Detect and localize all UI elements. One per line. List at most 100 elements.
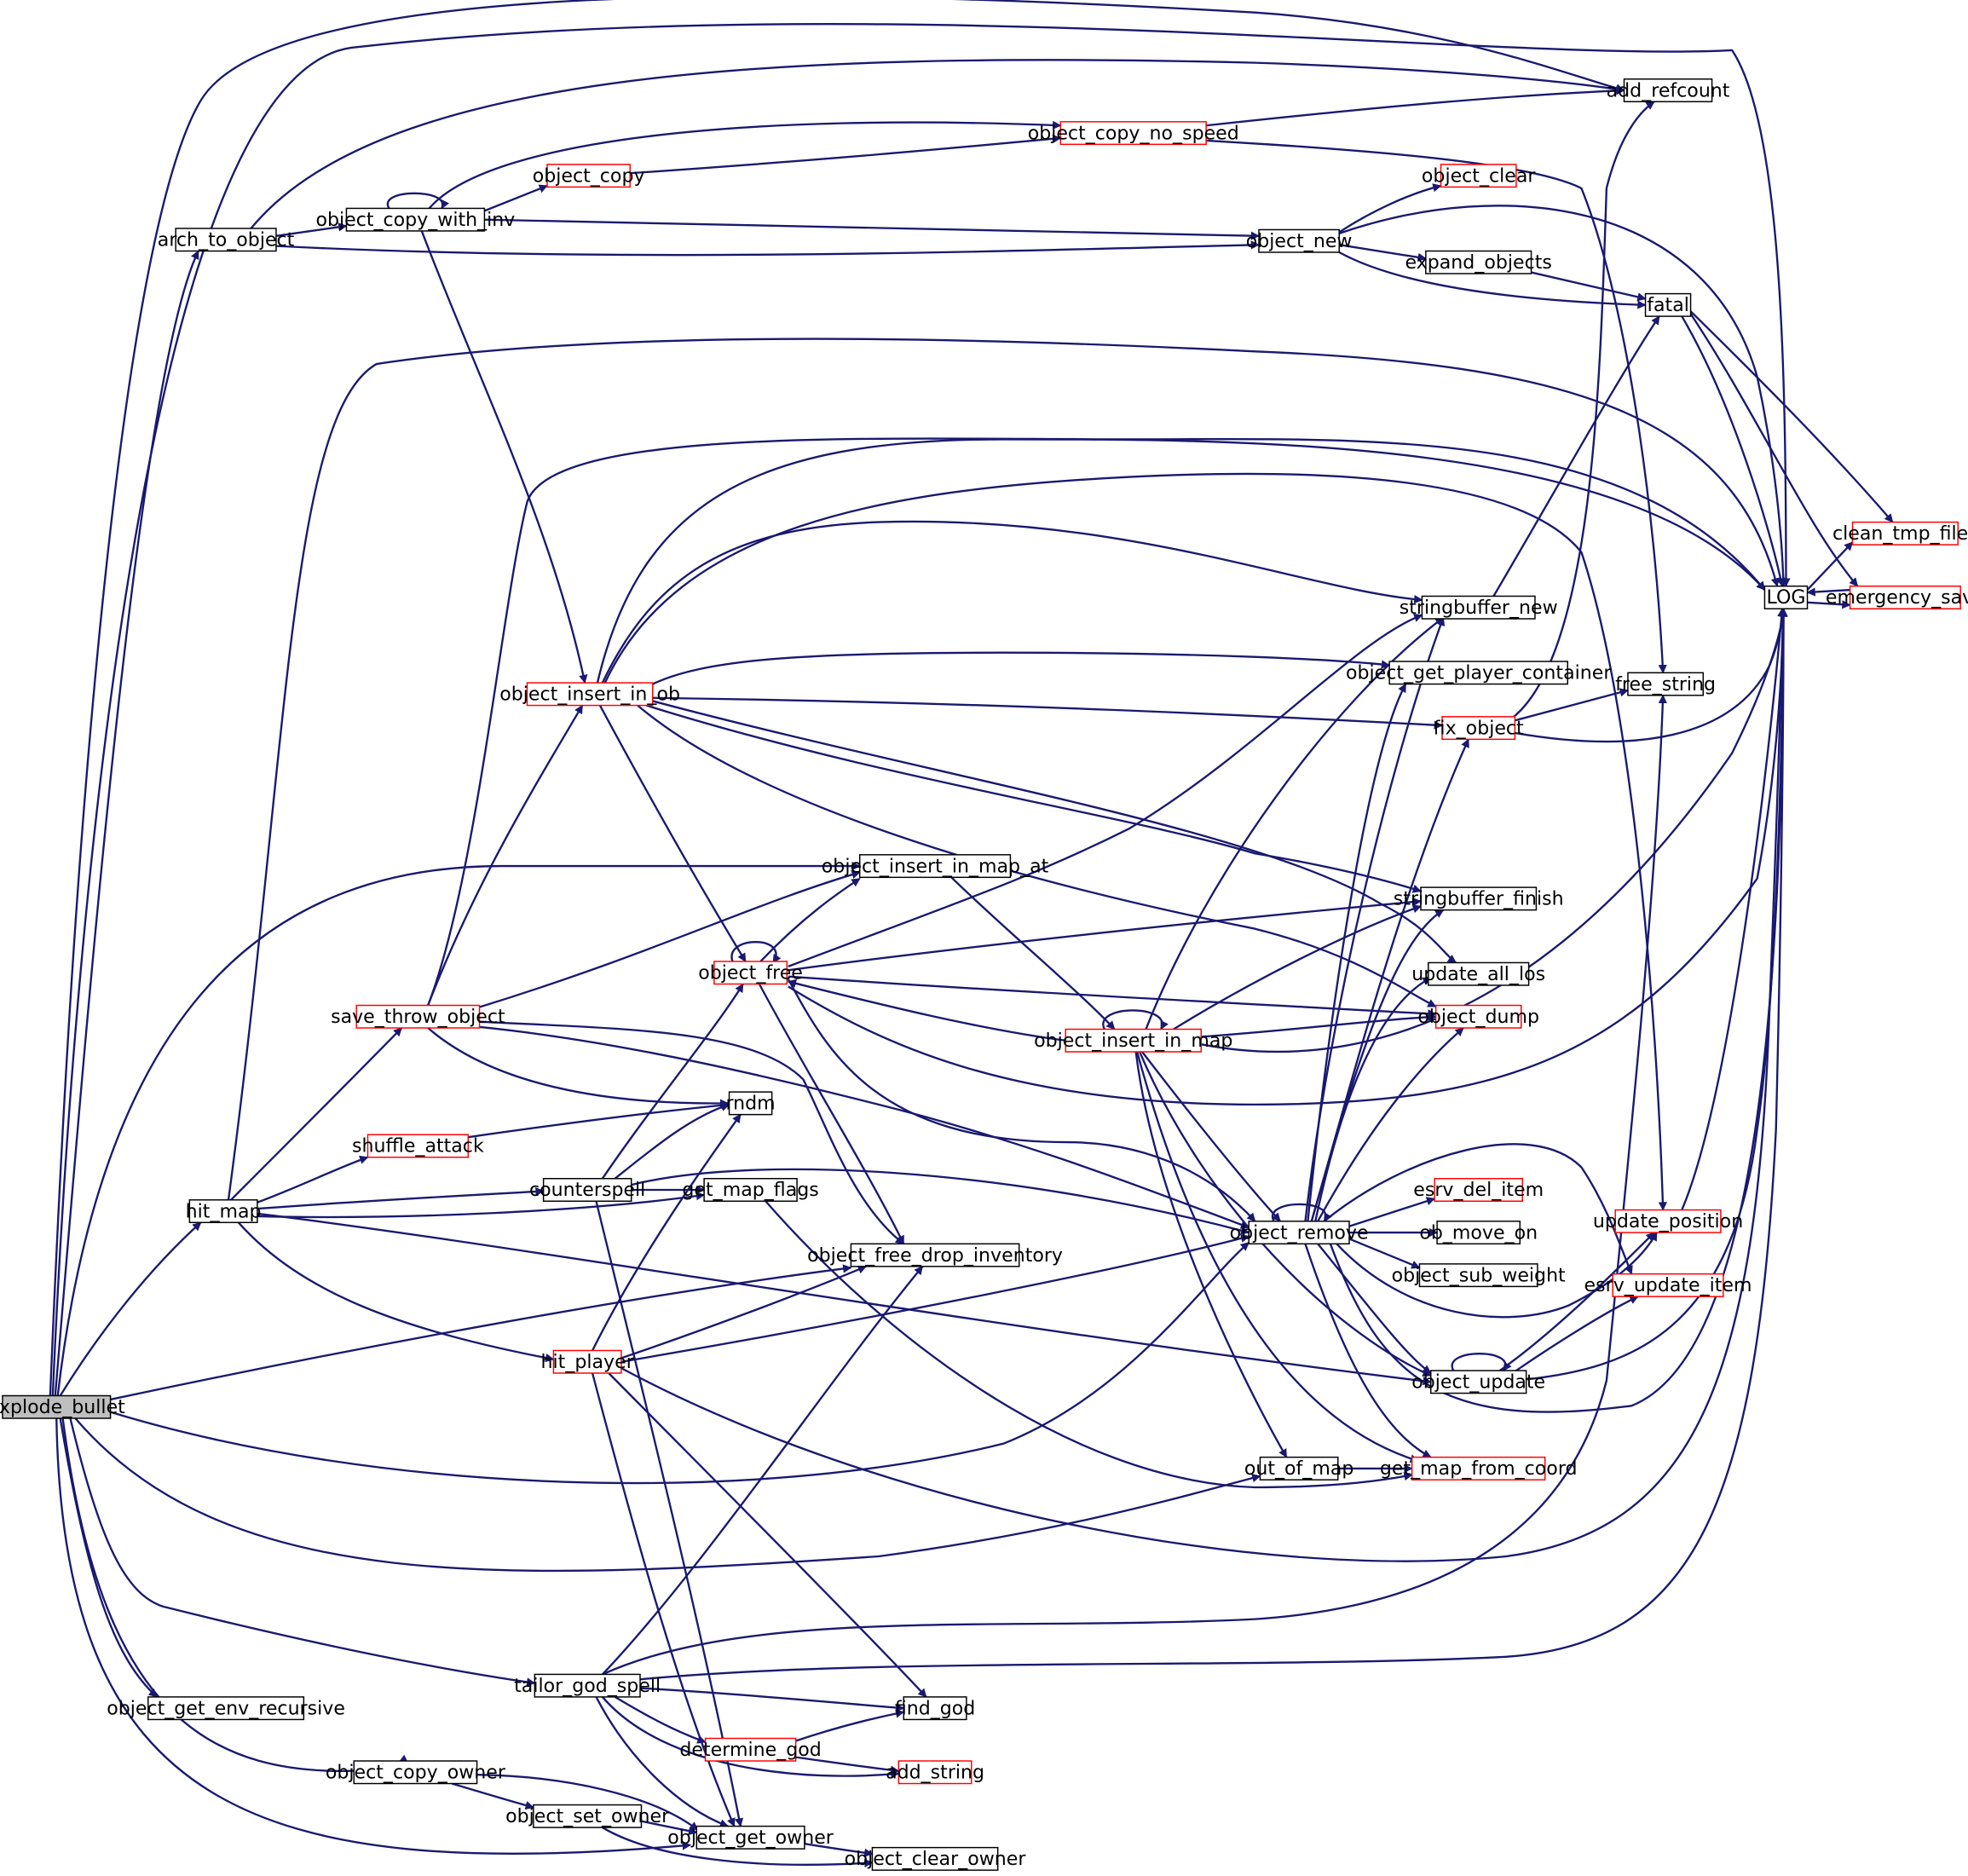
node-label-expand_objects: expand_objects [1405,252,1551,274]
node-get_map_from_coord[interactable]: get_map_from_coord [1380,1456,1578,1481]
edge-object_new-to-fatal [1338,251,1647,309]
edge-object_copy-to-object_copy_no_speed [630,134,1062,175]
edge-hit_player-to-object_get_owner [591,1372,736,1827]
node-object_copy_with_inv[interactable]: object_copy_with_inv [315,207,515,232]
edge-object_update-to-object_update [1451,1353,1512,1371]
edge-object_insert_in_map-to-out_of_map [1134,1051,1288,1458]
edge-object_insert_in_ob-to-fix_object [652,696,1444,730]
node-box-get_map_flags [703,1178,798,1202]
node-box-object_remove [1248,1221,1350,1245]
edge-explode_bullet-to-out_of_map [74,1417,1261,1573]
node-esrv_update_item[interactable]: esrv_update_item [1584,1273,1752,1297]
node-expand_objects[interactable]: expand_objects [1405,250,1552,274]
node-object_update[interactable]: object_update [1411,1370,1545,1394]
edge-object_remove-to-update_all_los [1314,977,1432,1222]
node-shuffle_attack[interactable]: shuffle_attack [352,1134,484,1158]
node-object_get_player_container[interactable]: object_get_player_container [1346,661,1612,685]
edge-object_insert_in_map-to-object_free [787,978,1066,1042]
node-stringbuffer_new[interactable]: stringbuffer_new [1400,595,1558,620]
node-box-emergency_save [1849,585,1961,609]
node-object_clear[interactable]: object_clear [1422,164,1536,188]
node-ob_move_on[interactable]: ob_move_on [1419,1221,1538,1245]
node-box-LOG [1763,585,1809,609]
node-get_map_flags[interactable]: get_map_flags [682,1178,819,1202]
node-free_string[interactable]: free_string [1615,672,1716,696]
node-add_string[interactable]: add_string [886,1760,984,1785]
node-counterspell[interactable]: counterspell [529,1178,645,1202]
edge-object_copy_with_inv-to-object_copy_with_inv [386,192,450,210]
edge-object_remove-to-object_dump [1317,1027,1464,1222]
node-label-ob_move_on: ob_move_on [1419,1222,1538,1244]
node-object_free[interactable]: object_free [698,961,803,985]
node-object_copy_no_speed[interactable]: object_copy_no_speed [1028,121,1239,146]
node-box-free_string [1627,672,1705,696]
node-object_dump[interactable]: object_dump [1417,1004,1539,1029]
node-arch_to_object[interactable]: arch_to_object [158,228,295,252]
edge-save_throw_object-to-LOG [427,437,1766,1006]
edge-object_free-to-stringbuffer_new [788,614,1423,967]
node-object_new[interactable]: object_new [1246,228,1353,253]
edge-arch_to_object-to-add_refcount [250,59,1625,229]
node-label-get_map_from_coord: get_map_from_coord [1380,1458,1578,1480]
edges-layer [49,0,1894,1868]
node-update_all_los[interactable]: update_all_los [1411,961,1545,986]
node-label-update_all_los: update_all_los [1411,964,1545,985]
node-object_insert_in_map_at[interactable]: object_insert_in_map_at [822,854,1049,879]
edge-fix_object-to-add_refcount [1511,101,1655,719]
node-label-clean_tmp_files: clean_tmp_files [1832,523,1968,545]
node-fatal[interactable]: fatal [1644,292,1692,317]
node-label-hit_player: hit_player [541,1352,635,1373]
node-label-rndm: rndm [725,1094,775,1115]
edge-object_copy_no_speed-to-free_string [1206,139,1667,674]
node-clean_tmp_files[interactable]: clean_tmp_files [1832,521,1968,545]
node-object_copy_owner[interactable]: object_copy_owner [326,1760,506,1785]
edge-determine_god-to-add_string [795,1756,900,1775]
node-object_get_env_recursive[interactable]: object_get_env_recursive [107,1696,345,1721]
node-label-stringbuffer_new: stringbuffer_new [1400,597,1558,619]
node-object_free_drop_inventory[interactable]: object_free_drop_inventory [807,1243,1063,1267]
edge-object_remove-to-update_position [1336,1232,1658,1319]
node-box-object_clear_owner [871,1846,999,1871]
edge-object_update-to-esrv_update_item [1515,1296,1639,1372]
edge-object_insert_in_map-to-object_dump [1201,1013,1437,1038]
node-find_god[interactable]: find_god [895,1696,976,1721]
node-object_set_owner[interactable]: object_set_owner [505,1804,670,1828]
edge-hit_player-to-rndm [592,1113,742,1352]
edge-tailor_god_spell-to-free_string [602,694,1667,1676]
edge-tailor_god_spell-to-find_god [639,1687,905,1712]
edge-emergency_save-to-LOG [1806,587,1850,597]
edge-object_update-to-update_position [1499,1232,1655,1372]
node-label-object_copy_owner: object_copy_owner [326,1763,506,1784]
node-box-object_copy_no_speed [1059,121,1207,146]
node-box-fix_object [1441,716,1516,741]
node-out_of_map[interactable]: out_of_map [1244,1456,1354,1481]
node-update_position[interactable]: update_position [1593,1209,1743,1233]
edge-update_position-to-LOG [1681,608,1786,1211]
node-determine_god[interactable]: determine_god [679,1737,822,1762]
node-object_remove[interactable]: object_remove [1230,1221,1369,1245]
node-box-out_of_map [1259,1456,1339,1481]
node-object_get_owner[interactable]: object_get_owner [667,1825,834,1850]
edge-expand_objects-to-fatal [1531,271,1647,302]
node-explode_bullet[interactable]: explode_bullet [0,1394,125,1419]
node-emergency_save[interactable]: emergency_save [1826,585,1968,609]
edge-save_throw_object-to-object_free_drop_inventory [479,1020,905,1245]
node-hit_map[interactable]: hit_map [186,1199,262,1224]
node-fix_object[interactable]: fix_object [1434,716,1524,741]
node-object_insert_in_ob[interactable]: object_insert_in_ob [499,682,680,707]
node-hit_player[interactable]: hit_player [541,1349,635,1374]
node-esrv_del_item[interactable]: esrv_del_item [1413,1178,1544,1202]
node-label-esrv_del_item: esrv_del_item [1413,1180,1544,1201]
node-LOG[interactable]: LOG [1763,585,1809,609]
node-object_copy[interactable]: object_copy [533,164,645,188]
node-save_throw_object[interactable]: save_throw_object [331,1004,505,1029]
edge-hit_player-to-find_god [608,1372,927,1698]
node-object_insert_in_map[interactable]: object_insert_in_map [1034,1028,1232,1053]
node-stringbuffer_finish[interactable]: stringbuffer_finish [1394,886,1564,911]
node-add_refcount[interactable]: add_refcount [1607,78,1730,103]
node-box-add_string [897,1760,972,1785]
node-object_clear_owner[interactable]: object_clear_owner [845,1846,1027,1871]
node-tailor_god_spell[interactable]: tailor_god_spell [514,1673,661,1698]
node-object_sub_weight[interactable]: object_sub_weight [1392,1263,1566,1288]
node-rndm[interactable]: rndm [725,1091,776,1116]
